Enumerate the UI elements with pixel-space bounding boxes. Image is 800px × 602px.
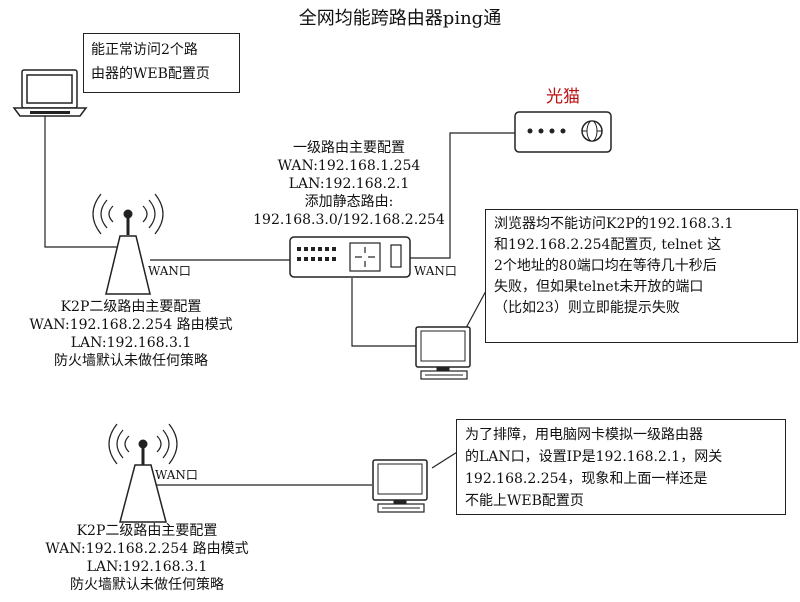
k2p-top-config: K2P二级路由主要配置 WAN:192.168.2.254 路由模式 LAN:1… xyxy=(0,298,262,370)
callout-line: 浏览器均不能访问K2P的192.168.3.1 xyxy=(494,216,734,232)
callout-top-pointer xyxy=(465,288,488,329)
line-router-to-modem xyxy=(410,132,515,259)
modem-icon xyxy=(514,111,612,153)
config-line: LAN:192.168.2.1 xyxy=(288,176,410,192)
laptop-note: 能正常访问2个路 由器的WEB配置页 xyxy=(83,33,240,93)
callout-line: 为了排障，用电脑网卡模拟一级路由器 xyxy=(465,427,703,443)
callout-line: 2个地址的80端口均在等待几十秒后 xyxy=(494,258,717,274)
config-line: K2P二级路由主要配置 xyxy=(76,523,218,539)
callout-troubleshoot: 为了排障，用电脑网卡模拟一级路由器 的LAN口，设置IP是192.168.2.1… xyxy=(456,419,786,515)
k2p-bottom-config: K2P二级路由主要配置 WAN:192.168.2.254 路由模式 LAN:1… xyxy=(16,522,278,594)
callout-line: 的LAN口，设置IP是192.168.2.1，网关 xyxy=(465,449,723,465)
line-laptop-to-k2p xyxy=(44,115,127,248)
callout-browser-failure: 浏览器均不能访问K2P的192.168.3.1 和192.168.2.254配置… xyxy=(485,209,798,343)
diagram-title: 全网均能跨路由器ping通 xyxy=(298,8,502,29)
desktop-pc-bottom-icon xyxy=(372,459,428,513)
desktop-pc-top-icon xyxy=(415,326,471,380)
laptop-icon xyxy=(12,69,88,117)
wan-port-label-k2p-bottom: WAN口 xyxy=(155,468,198,482)
laptop-note-line: 由器的WEB配置页 xyxy=(91,66,210,82)
config-line: 192.168.3.0/192.168.2.254 xyxy=(253,212,445,228)
config-line: LAN:192.168.3.1 xyxy=(86,559,208,575)
modem-label: 光猫 xyxy=(546,87,580,107)
config-line: WAN:192.168.2.254 路由模式 xyxy=(45,541,249,557)
config-line: K2P二级路由主要配置 xyxy=(60,299,202,315)
laptop-note-line: 能正常访问2个路 xyxy=(91,42,198,58)
callout-line: （比如23）则立即能提示失败 xyxy=(494,300,680,316)
callout-line: 失败，但如果telnet未开放的端口 xyxy=(494,279,704,295)
config-line: WAN:192.168.2.254 路由模式 xyxy=(29,317,233,333)
config-line: 一级路由主要配置 xyxy=(293,140,405,156)
config-line: LAN:192.168.3.1 xyxy=(70,335,192,351)
line-router-to-pc xyxy=(351,278,416,347)
callout-line: 192.168.2.254，现象和上面一样还是 xyxy=(465,471,708,487)
config-line: WAN:192.168.1.254 xyxy=(277,158,421,174)
k2p-router-top-icon xyxy=(92,193,164,295)
callout-line: 不能上WEB配置页 xyxy=(465,493,584,509)
primary-router-config: 一级路由主要配置 WAN:192.168.1.254 LAN:192.168.2… xyxy=(226,139,472,229)
config-line: 防火墙默认未做任何策略 xyxy=(70,577,224,593)
wan-port-label-k2p-top: WAN口 xyxy=(148,264,191,278)
config-line: 添加静态路由: xyxy=(304,194,394,210)
config-line: 防火墙默认未做任何策略 xyxy=(54,353,208,369)
callout-line: 和192.168.2.254配置页, telnet 这 xyxy=(494,237,722,253)
k2p-router-bottom-icon xyxy=(108,423,178,523)
wan-port-label-router: WAN口 xyxy=(414,264,457,278)
connection-lines xyxy=(44,115,515,486)
primary-router-icon xyxy=(289,236,411,278)
